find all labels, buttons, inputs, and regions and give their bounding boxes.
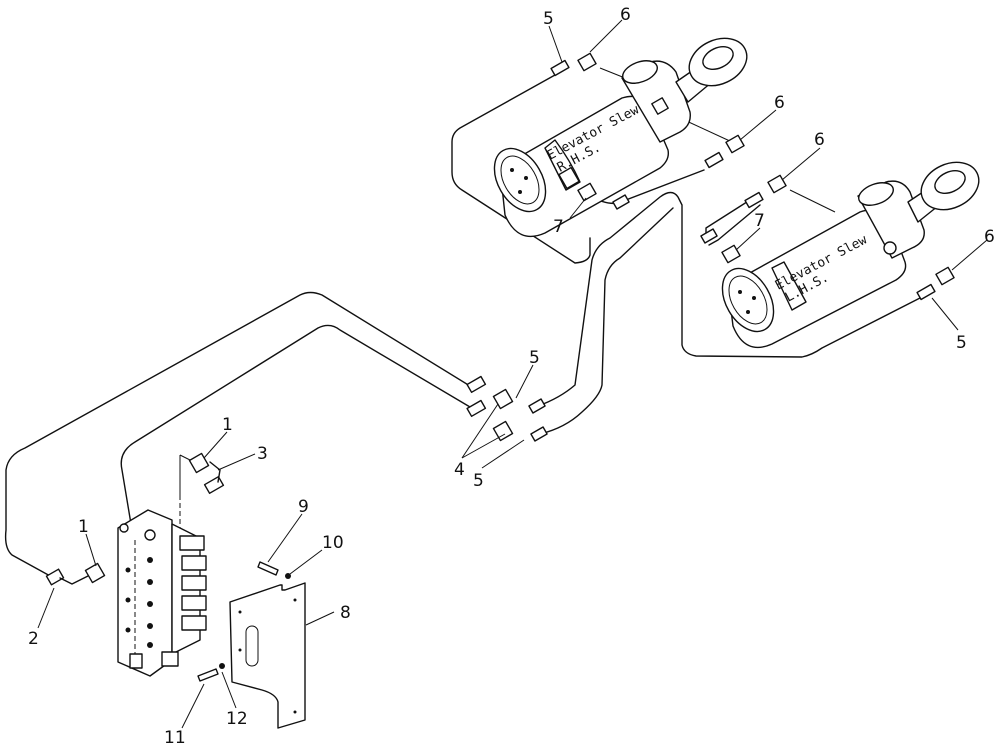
fittings <box>45 52 955 586</box>
callout-6: 6 <box>984 227 995 247</box>
callout-6: 6 <box>774 93 785 113</box>
cylinder-lhs: Elevator Slew L.H.S. <box>721 161 980 349</box>
callout-12: 12 <box>226 709 248 729</box>
callout-9: 9 <box>298 497 309 517</box>
callout-8: 8 <box>340 603 351 623</box>
mounting-bracket <box>197 561 306 729</box>
callout-labels: 5 6 6 6 6 7 7 5 5 4 5 1 3 1 2 9 10 8 11 … <box>28 5 995 748</box>
callout-1: 1 <box>222 415 233 435</box>
callout-2: 2 <box>28 629 39 649</box>
callout-6: 6 <box>814 130 825 150</box>
callout-3: 3 <box>257 444 268 464</box>
hose-long-inner <box>120 324 471 549</box>
callout-6: 6 <box>620 5 631 25</box>
leader-lines <box>37 19 988 729</box>
callout-11: 11 <box>164 728 186 748</box>
manifold-block <box>117 509 207 677</box>
hose-long-outer <box>4 291 471 578</box>
callout-5: 5 <box>529 348 540 368</box>
callout-5: 5 <box>956 333 967 353</box>
callout-4: 4 <box>454 460 465 480</box>
callout-5: 5 <box>473 471 484 491</box>
callout-1: 1 <box>78 517 89 537</box>
callout-7: 7 <box>553 217 564 237</box>
callout-7: 7 <box>754 211 765 231</box>
callout-5: 5 <box>543 9 554 29</box>
callout-10: 10 <box>322 533 344 553</box>
